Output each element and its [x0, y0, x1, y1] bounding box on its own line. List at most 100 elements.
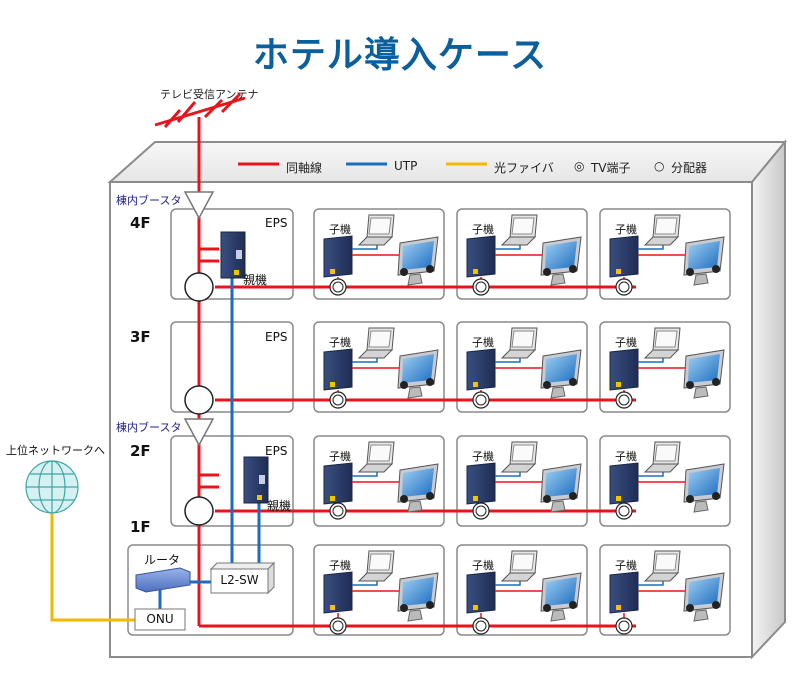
coax-branch-master-4f: [197, 239, 219, 251]
slave-unit-label-4f-3: 子機: [615, 223, 637, 236]
devices: [134, 191, 725, 635]
floor-label-2f: 2F: [130, 442, 151, 460]
tv-outlet-icon: [615, 391, 633, 409]
room-devices-3f-3: [609, 327, 725, 409]
room-devices-1f-1: [323, 550, 439, 635]
eps-label-4f: EPS: [265, 216, 288, 230]
laptop-icon: [357, 441, 395, 473]
slave-unit-label-4f-1: 子機: [329, 223, 351, 236]
slave-unit-icon: [466, 235, 496, 278]
tv-icon: [683, 349, 725, 399]
splitter-icon-4f: [184, 272, 214, 302]
room-devices-3f-1: [323, 327, 439, 409]
coax-branch-master-2f: [197, 465, 219, 477]
slave-unit-icon: [323, 571, 353, 614]
tv-outlet-icon: [472, 391, 490, 409]
tv-outlet-icon: [615, 278, 633, 296]
floor-label-1f: 1F: [130, 518, 151, 536]
slave-unit-label-2f-2: 子機: [472, 450, 494, 463]
slave-unit-icon: [609, 462, 639, 505]
laptop-icon: [500, 441, 538, 473]
tv-icon: [397, 349, 439, 399]
tv-icon: [683, 236, 725, 286]
legend-coax-label: 同軸線: [286, 161, 323, 175]
slave-unit-icon: [466, 462, 496, 505]
tv-outlet-icon: [472, 617, 490, 635]
master-unit-icon-2f: [243, 456, 269, 504]
room-devices-4f-3: [609, 214, 725, 296]
laptop-icon: [500, 550, 538, 582]
floor-label-4f: 4F: [130, 214, 151, 232]
splitter-icon-2f: [184, 496, 214, 526]
tv-icon: [540, 236, 582, 286]
tv-icon: [397, 463, 439, 513]
slave-unit-icon: [609, 348, 639, 391]
tv-antenna-icon: [154, 92, 246, 192]
slave-unit-label-1f-3: 子機: [615, 559, 637, 572]
tv-icon: [683, 572, 725, 622]
fiber-line: [50, 513, 135, 622]
tv-outlet-icon: [472, 502, 490, 520]
slave-unit-label-1f-1: 子機: [329, 559, 351, 572]
slave-unit-label-3f-1: 子機: [329, 336, 351, 349]
splitter-icon-3f: [184, 385, 214, 415]
onu-label: ONU: [146, 612, 174, 626]
slave-unit-icon: [323, 235, 353, 278]
slave-unit-icon: [323, 462, 353, 505]
tv-outlet-icon: [615, 502, 633, 520]
slave-unit-label-3f-2: 子機: [472, 336, 494, 349]
room-devices-2f-1: [323, 441, 439, 520]
laptop-icon: [643, 214, 681, 246]
page-title: ホテル導入ケース: [252, 35, 548, 76]
eps-label-2f: EPS: [265, 444, 288, 458]
l2-switch-icon: [209, 561, 276, 595]
slave-unit-label-3f-3: 子機: [615, 336, 637, 349]
legend-fiber-label: 光ファイバ: [494, 161, 554, 175]
laptop-icon: [643, 327, 681, 359]
booster-icon-2f: [183, 418, 215, 447]
tv-outlet-icon: [615, 617, 633, 635]
tv-icon: [397, 572, 439, 622]
legend-utp-label: UTP: [394, 159, 418, 173]
globe-icon: [25, 460, 79, 514]
slave-unit-label-2f-1: 子機: [329, 450, 351, 463]
uplink-label: 上位ネットワークへ: [6, 444, 105, 457]
legend-tv-outlet-label: TV端子: [591, 161, 631, 175]
tv-icon: [397, 236, 439, 286]
legend-splitter-symbol: ○: [654, 159, 665, 173]
tv-outlet-icon: [329, 617, 347, 635]
eps-label-3f: EPS: [265, 330, 288, 344]
laptop-icon: [357, 550, 395, 582]
laptop-icon: [357, 327, 395, 359]
slave-unit-icon: [466, 571, 496, 614]
slave-unit-label-4f-2: 子機: [472, 223, 494, 236]
tv-icon: [683, 463, 725, 513]
master-unit-label-2f: 親機: [267, 499, 292, 513]
room-devices-2f-3: [609, 441, 725, 520]
laptop-icon: [643, 441, 681, 473]
slave-unit-label-1f-2: 子機: [472, 559, 494, 572]
router-icon: [135, 567, 191, 593]
booster-label-4f: 棟内ブースタ: [116, 194, 182, 207]
room-devices-1f-3: [609, 550, 725, 635]
tv-outlet-icon: [472, 278, 490, 296]
slave-unit-label-2f-3: 子機: [615, 450, 637, 463]
tv-outlet-icon: [329, 502, 347, 520]
legend-splitter-label: 分配器: [671, 161, 708, 175]
laptop-icon: [500, 214, 538, 246]
tv-icon: [540, 572, 582, 622]
room-devices-1f-2: [466, 550, 582, 635]
room-devices-2f-2: [466, 441, 582, 520]
building-side: [751, 139, 786, 660]
slave-unit-icon: [466, 348, 496, 391]
master-unit-icon-4f: [220, 231, 246, 279]
booster-label-2f: 棟内ブースタ: [116, 421, 182, 434]
tv-outlet-icon: [329, 278, 347, 296]
tv-icon: [540, 349, 582, 399]
onu-icon: [134, 608, 186, 631]
wiring: [50, 192, 636, 628]
laptop-icon: [643, 550, 681, 582]
booster-icon-4f: [183, 191, 215, 220]
laptop-icon: [357, 214, 395, 246]
